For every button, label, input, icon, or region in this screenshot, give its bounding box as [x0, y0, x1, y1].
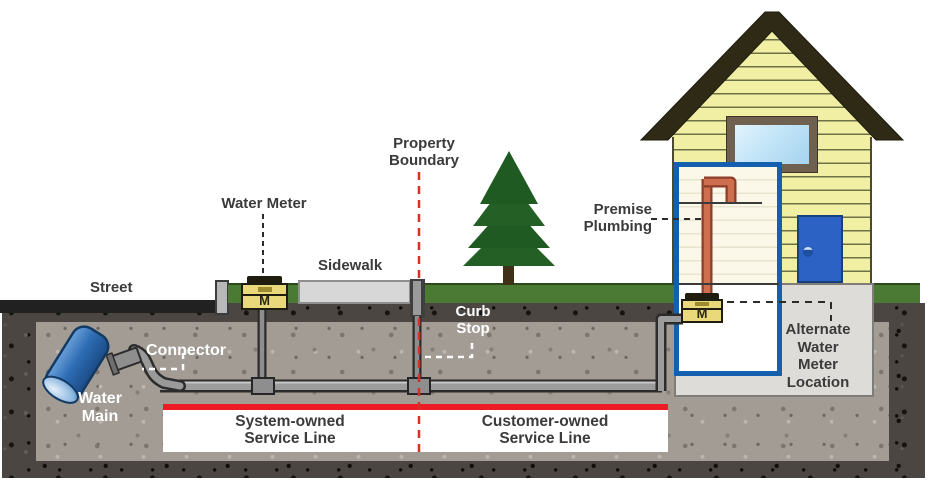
street-meter-label: M — [259, 293, 270, 308]
house-cutaway-panel — [674, 162, 782, 376]
grass-strip-left — [228, 283, 674, 303]
water-main-label: Water Main — [78, 390, 122, 425]
customer-owned-service-line-label: Customer-owned Service Line — [481, 413, 609, 448]
sidewalk-slab — [298, 280, 411, 304]
curb-stop-label: Curb Stop — [455, 303, 491, 337]
service-line-red-bar — [163, 404, 668, 410]
street-label: Street — [90, 279, 133, 296]
curb-stop-casing-inner — [413, 281, 421, 315]
water-meter-label: Water Meter — [221, 195, 307, 212]
street-meter-register — [257, 287, 272, 292]
tree-tier-1 — [480, 151, 538, 204]
cutaway-interior-wall — [679, 167, 777, 283]
house-water-meter: M — [681, 299, 723, 323]
property-boundary-label: Property Boundary — [388, 135, 459, 169]
house-meter-label: M — [696, 306, 708, 321]
street-water-meter: M — [241, 283, 288, 310]
alternate-water-meter-label: Alternate Water Meter Location — [785, 321, 851, 392]
service-line-legend-box — [163, 410, 668, 452]
street-asphalt — [0, 300, 219, 313]
street-meter-top — [243, 285, 286, 296]
door-knob-icon — [803, 247, 813, 257]
house-meter-lid — [685, 293, 719, 300]
street-curb — [215, 280, 229, 315]
tree-trunk — [503, 252, 514, 285]
street-meter-lid — [247, 276, 282, 284]
sidewalk-label: Sidewalk — [318, 257, 383, 274]
system-owned-service-line-label: System-owned Service Line — [235, 413, 345, 448]
grass-strip-right — [873, 283, 920, 303]
curb-stop-casing — [410, 279, 425, 318]
house-meter-top — [683, 301, 721, 310]
premise-plumbing-label: Premise Plumbing — [583, 201, 652, 235]
connector-label: Connector — [146, 342, 226, 359]
window-glass — [735, 125, 809, 164]
house-meter-register — [695, 302, 709, 306]
